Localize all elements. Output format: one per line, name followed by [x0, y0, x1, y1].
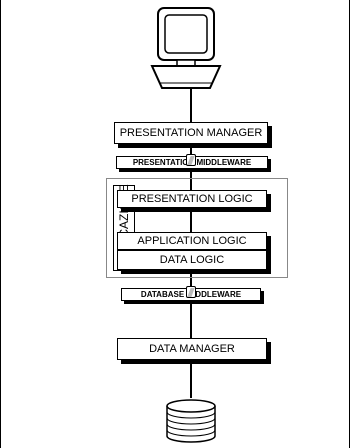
connector-line [190, 360, 192, 398]
connector-line [190, 276, 192, 338]
data-manager-label: DATA MANAGER [149, 343, 235, 355]
presentation-logic-box: PRESENTATION LOGIC [117, 190, 267, 208]
application-group-frame [106, 178, 288, 278]
connector-line [190, 88, 192, 122]
presentation-manager-box: PRESENTATION MANAGER [114, 122, 268, 144]
application-logic-label: APPLICATION LOGIC [137, 235, 247, 247]
application-logic-box: APPLICATION LOGIC [117, 232, 267, 250]
middleware-connector-icon [186, 286, 196, 298]
data-manager-box: DATA MANAGER [117, 338, 267, 360]
connector-line [190, 208, 192, 232]
data-logic-box: DATA LOGIC [117, 250, 267, 270]
middleware-connector-icon [186, 154, 196, 166]
presentation-logic-label: PRESENTATION LOGIC [131, 193, 253, 205]
presentation-manager-label: PRESENTATION MANAGER [119, 127, 263, 139]
data-logic-label: DATA LOGIC [159, 254, 225, 266]
computer-terminal-icon [150, 7, 222, 89]
